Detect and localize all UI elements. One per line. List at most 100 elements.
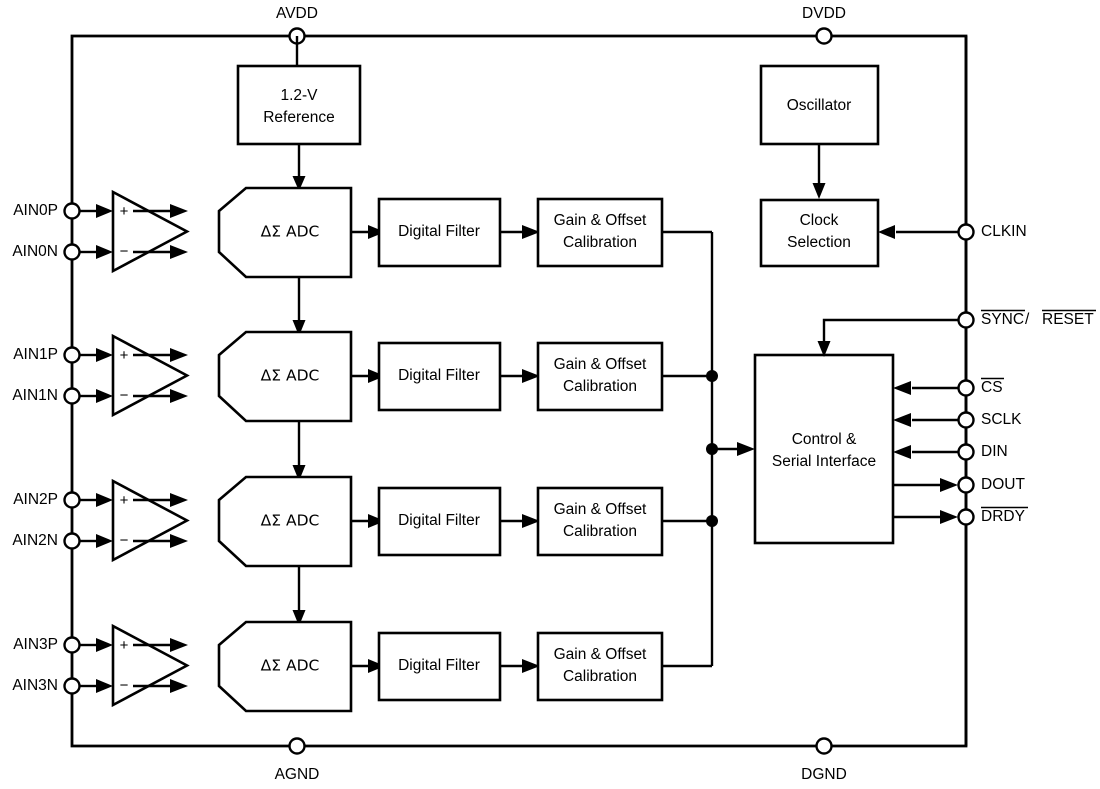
calibration-0-line2: Calibration [563, 234, 637, 251]
adc3-to-filter-arrowhead [368, 659, 385, 673]
pga-2-plus: + [120, 492, 129, 509]
pga-3-minus: − [120, 677, 129, 694]
ain2n-label: AIN2N [12, 532, 58, 549]
digital-filter-1-rect [377, 341, 502, 412]
adc0-to-adc1-arrowhead [292, 320, 306, 336]
filter1-to-cal-arrowhead [522, 369, 540, 383]
reference-line1: 1.2-V [280, 87, 318, 104]
ain2p-label: AIN2P [13, 491, 58, 508]
control-block-line1: Control & [792, 431, 857, 448]
adc-3-shape [217, 620, 353, 713]
ain1n-arrowhead [96, 389, 113, 403]
pga-2-minus: − [120, 532, 129, 549]
digital-filter-3-rect [377, 631, 502, 702]
filter2-to-cal-arrowhead [522, 514, 540, 528]
ain0n-pin-circle[interactable] [63, 243, 81, 261]
cs-arrowhead [893, 381, 911, 395]
adc-2-shape [217, 475, 353, 568]
ain3p-pin-circle[interactable] [63, 636, 81, 654]
ain0p-pin-circle[interactable] [63, 202, 81, 220]
dgnd-rail-pin: DGND [801, 737, 847, 783]
sclk-arrowhead [893, 413, 911, 427]
adc0-to-filter-arrowhead [368, 225, 385, 239]
ain2p-pin-circle[interactable] [63, 491, 81, 509]
sclk-label: SCLK [981, 411, 1022, 428]
pga-1-minus: − [120, 387, 129, 404]
ain1n-label: AIN1N [12, 387, 58, 404]
adc1-to-adc2-arrowhead [292, 465, 306, 481]
ain1p-pin-circle[interactable] [63, 346, 81, 364]
ain3p-label: AIN3P [13, 636, 58, 653]
ain0n-arrowhead [96, 245, 113, 259]
pga2-out-n-arrowhead [170, 534, 188, 548]
agnd-pin-circle[interactable] [288, 737, 306, 755]
cs-pin-circle[interactable] [957, 379, 975, 397]
ain0p-label: AIN0P [13, 202, 58, 219]
calibration-1-line2: Calibration [563, 378, 637, 395]
drdy-label: DRDY [981, 508, 1025, 525]
adc-3-label: ΔΣ ADC [261, 657, 320, 675]
calibration-1-line1: Gain & Offset [554, 356, 647, 373]
dgnd-label: DGND [801, 766, 847, 783]
calibration-3-line2: Calibration [563, 668, 637, 685]
adc2-to-adc3-arrowhead [292, 610, 306, 626]
control-block-rect [753, 353, 895, 545]
sclk-pin-circle[interactable] [957, 411, 975, 429]
calibration-2-line2: Calibration [563, 523, 637, 540]
calibration-1-rect [536, 341, 664, 412]
ain3n-arrowhead [96, 679, 113, 693]
oscillator-to-clocksel-arrowhead [812, 183, 826, 199]
cs-label: CS [981, 379, 1003, 396]
dout-arrowhead [940, 478, 958, 492]
filter0-to-cal-arrowhead [522, 225, 540, 239]
ain1p-label: AIN1P [13, 346, 58, 363]
clkin-pin-circle[interactable] [957, 223, 975, 241]
sync-label: SYNC [981, 311, 1024, 328]
ain2n-pin-circle[interactable] [63, 532, 81, 550]
reference-block-rect [236, 64, 362, 146]
sync-reset-pin-circle[interactable] [957, 311, 975, 329]
din-label: DIN [981, 443, 1008, 460]
clock-selection-line2: Selection [787, 234, 851, 251]
pga-3-plus: + [120, 637, 129, 654]
digital-filter-2-label: Digital Filter [398, 512, 480, 529]
drdy-pin-circle[interactable] [957, 508, 975, 526]
drdy-arrowhead [940, 510, 958, 524]
channel-0: AIN0P AIN0N + − ΔΣ ADC Digital [12, 186, 664, 336]
oscillator-block: Oscillator [759, 64, 880, 199]
sync-reset-arrowhead [817, 341, 831, 357]
oscillator-label: Oscillator [787, 97, 852, 114]
adc2-to-filter-arrowhead [368, 514, 385, 528]
dout-label: DOUT [981, 476, 1025, 493]
calibration-2-line1: Gain & Offset [554, 501, 647, 518]
dout-pin-circle[interactable] [957, 476, 975, 494]
pga3-out-p-arrowhead [170, 638, 188, 652]
dvdd-pin-circle[interactable] [815, 27, 833, 45]
dvdd-rail-pin: DVDD [802, 5, 846, 45]
pga0-out-n-arrowhead [170, 245, 188, 259]
ain0p-arrowhead [96, 204, 113, 218]
ain1n-pin-circle[interactable] [63, 387, 81, 405]
adc-0-shape [217, 186, 353, 279]
digital-filter-2-rect [377, 486, 502, 557]
ain2p-arrowhead [96, 493, 113, 507]
agnd-rail-pin: AGND [275, 737, 319, 783]
ain3n-pin-circle[interactable] [63, 677, 81, 695]
ain3n-label: AIN3N [12, 677, 58, 694]
right-pin-wires [893, 381, 958, 524]
dgnd-pin-circle[interactable] [815, 737, 833, 755]
filter3-to-cal-arrowhead [522, 659, 540, 673]
pga1-out-n-arrowhead [170, 389, 188, 403]
sync-reset-route [817, 318, 958, 357]
ain1p-arrowhead [96, 348, 113, 362]
calibration-2-rect [536, 486, 664, 557]
calibration-0-rect [536, 197, 664, 268]
calibration-3-rect [536, 631, 664, 702]
reference-to-adc0-arrowhead [292, 176, 306, 191]
calibration-output-bus [662, 230, 755, 668]
clock-selection-block: Clock Selection [759, 198, 958, 268]
din-pin-circle[interactable] [957, 443, 975, 461]
calibration-3-line1: Gain & Offset [554, 646, 647, 663]
clkin-arrowhead [878, 225, 895, 239]
